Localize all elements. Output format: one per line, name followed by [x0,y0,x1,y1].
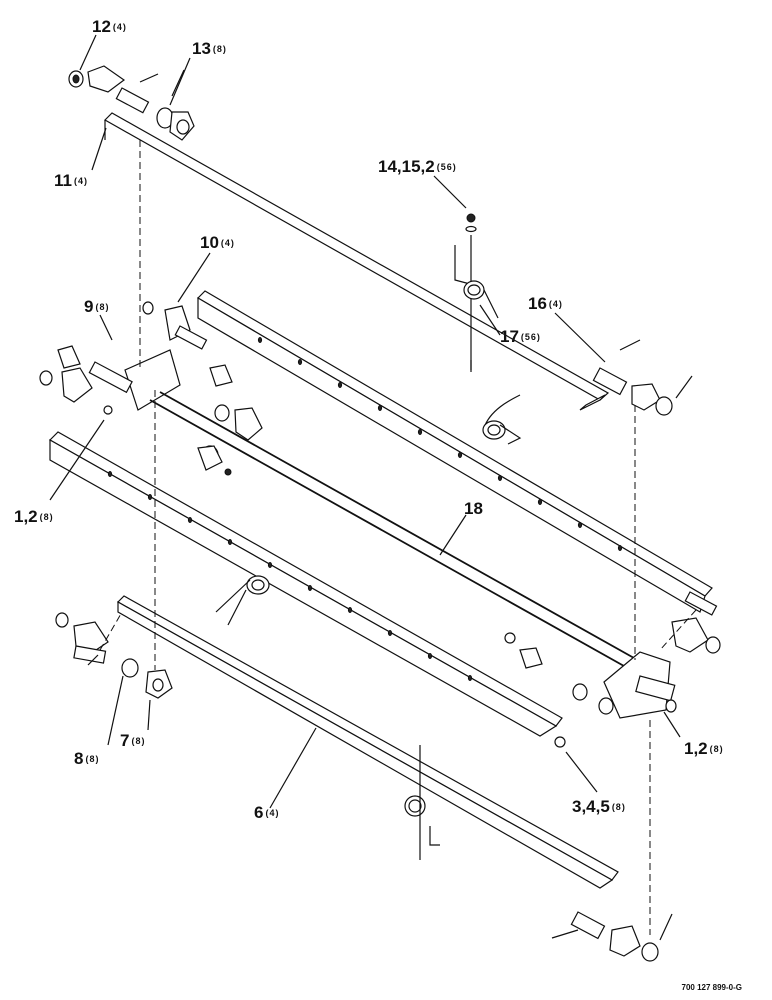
callout-number: 1,2 [684,739,708,758]
callout-8: 8(8) [74,750,99,768]
callout-quantity: (8) [85,754,100,765]
callout-17: 17(56) [500,328,541,346]
callout-quantity: (8) [709,744,724,755]
bottom-strip [117,595,619,889]
callout-quantity: (8) [212,44,227,55]
callout-14-15-2: 14,15,2(56) [378,158,457,176]
center-shaft [149,391,651,676]
rail-holes [257,337,623,551]
callout-number: 12 [92,17,111,36]
top-rail [104,112,610,411]
callout-quantity: (56) [436,162,457,173]
callout-number: 3,4,5 [572,797,610,816]
lower-rail-holes [107,471,473,681]
callout-quantity: (4) [73,176,88,187]
callout-10: 10(4) [200,234,235,252]
top-left-bearing-assembly [68,65,195,141]
callout-11: 11(4) [54,172,88,190]
callout-13: 13(8) [192,40,227,58]
top-spring-assembly [454,213,499,372]
callout-number: 14,15,2 [378,157,435,176]
callout-quantity: (8) [131,736,146,747]
callout-number: 7 [120,731,130,750]
callout-12: 12(4) [92,18,127,36]
callout-16: 16(4) [528,295,563,313]
callout-quantity: (8) [611,802,626,813]
lower-angle-rail [49,431,563,737]
callout-number: 11 [54,171,72,190]
callout-7: 7(8) [120,732,145,750]
callout-quantity: (8) [39,512,54,523]
callout-number: 17 [500,327,519,346]
callout-number: 9 [84,297,94,316]
callout-number: 10 [200,233,219,252]
callout-18: 18 [464,500,485,518]
leader-lines [49,34,681,809]
bottom-right-bearing-assembly [551,911,673,962]
callout-quantity: (4) [220,238,235,249]
callout-number: 1,2 [14,507,38,526]
callout-quantity: (4) [112,22,127,33]
right-upper-bearing-assembly [592,339,693,416]
callout-number: 8 [74,749,84,768]
left-plate-assembly [39,301,263,476]
callout-number: 18 [464,499,483,518]
lower-left-bearing-assembly [55,612,173,699]
middle-rail [197,290,713,613]
callout-quantity: (4) [548,299,563,310]
callout-quantity: (8) [95,302,110,313]
callout-number: 13 [192,39,211,58]
callout-quantity: (56) [520,332,541,343]
alignment-lines [99,140,697,935]
callout-3-4-5: 3,4,5(8) [572,798,626,816]
callout-quantity: (4) [265,808,280,819]
callout-6: 6(4) [254,804,279,822]
callout-9: 9(8) [84,298,109,316]
callout-1-2-right: 1,2(8) [684,740,724,758]
figure-reference-number: 700 127 899-0-G [681,983,743,992]
callout-number: 16 [528,294,547,313]
callout-number: 6 [254,803,264,822]
callout-1-2-left: 1,2(8) [14,508,54,526]
